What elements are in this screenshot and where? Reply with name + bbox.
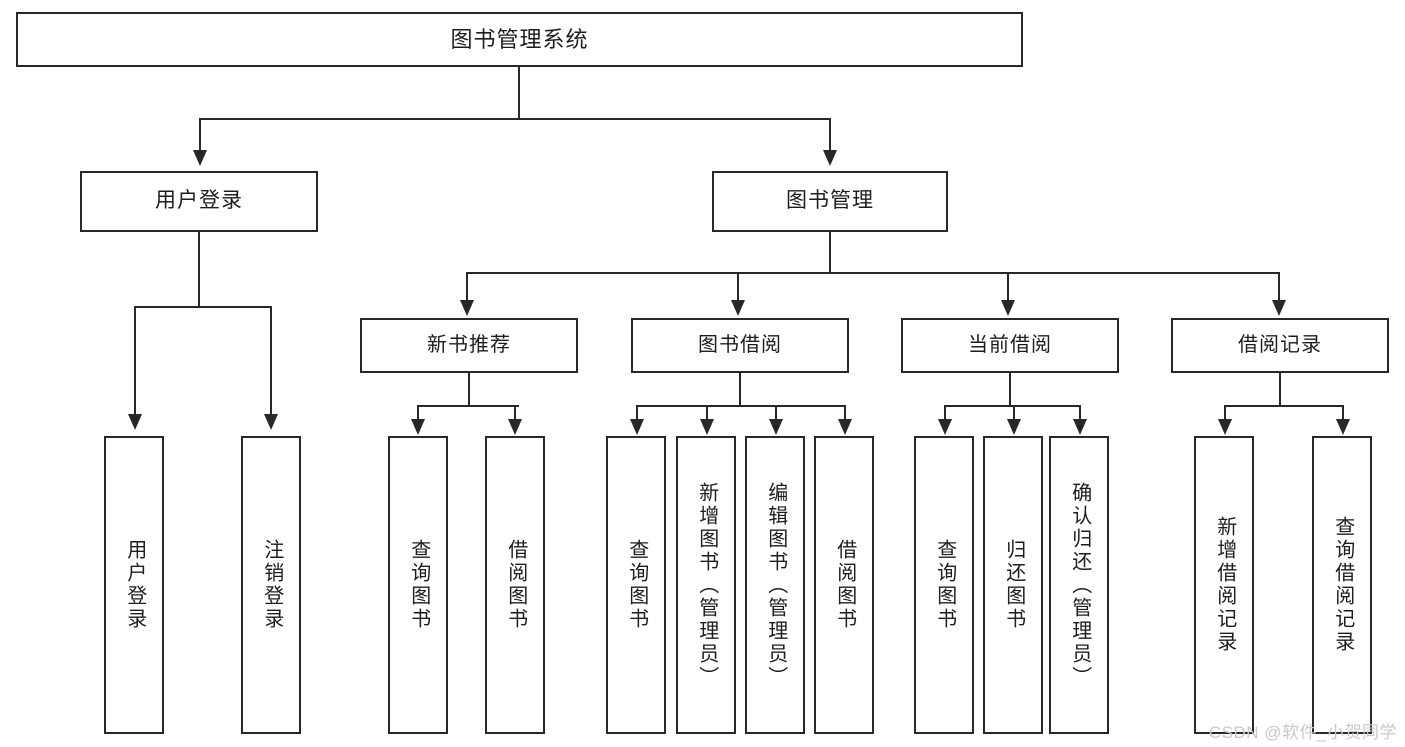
- connector-book-borrow-stem: [739, 373, 741, 405]
- connector-root-stem: [518, 67, 520, 118]
- connector-book-borrow-to-leaf-2: [706, 405, 708, 421]
- arrow-current-borrow-to-leaf-3: [1073, 419, 1087, 435]
- leaf-book-borrow-edit-book-admin[interactable]: 编辑图书（管理员）: [745, 436, 805, 734]
- arrow-book-borrow-to-leaf-4: [838, 419, 852, 435]
- arrow-borrow-record-to-leaf-1: [1218, 419, 1232, 435]
- leaf-current-borrow-query-book[interactable]: 查询图书: [914, 436, 974, 734]
- leaf-new-book-query-book[interactable]: 查询图书: [388, 436, 448, 734]
- arrow-current-borrow-to-leaf-2: [1007, 419, 1021, 435]
- arrow-book-borrow-to-leaf-1: [630, 419, 644, 435]
- arrow-user-login-to-leaf-2: [264, 414, 278, 430]
- arrow-root-to-user-login: [193, 150, 207, 166]
- arrow-book-borrow-to-leaf-3: [769, 419, 783, 435]
- connector-book-borrow-to-leaf-4: [844, 405, 846, 421]
- leaf-book-borrow-borrow-book[interactable]: 借阅图书: [814, 436, 874, 734]
- connector-new-book-bus: [417, 405, 519, 407]
- node-borrow-record[interactable]: 借阅记录: [1171, 318, 1389, 373]
- node-label: 借阅图书: [504, 539, 527, 631]
- connector-borrow-record-stem: [1279, 373, 1281, 405]
- arrow-user-login-to-leaf-1: [128, 414, 142, 430]
- leaf-user-login-logout[interactable]: 注销登录: [241, 436, 301, 734]
- arrow-book-manage-to-current: [1001, 300, 1015, 316]
- connector-current-borrow-stem: [1009, 373, 1011, 405]
- connector-current-borrow-to-leaf-3: [1079, 405, 1081, 421]
- connector-current-borrow-bus: [944, 405, 1079, 407]
- leaf-book-borrow-query-book[interactable]: 查询图书: [606, 436, 666, 734]
- leaf-book-borrow-add-book-admin[interactable]: 新增图书（管理员）: [676, 436, 736, 734]
- node-label: 查询借阅记录: [1331, 516, 1354, 654]
- connector-current-borrow-to-leaf-1: [944, 405, 946, 421]
- connector-book-borrow-bus: [636, 405, 846, 407]
- connector-book-manage-to-new-book: [466, 272, 468, 302]
- node-label: 借阅记录: [1238, 334, 1322, 356]
- node-label: 借阅图书: [833, 539, 856, 631]
- connector-borrow-record-bus: [1224, 405, 1342, 407]
- leaf-borrow-record-add-record[interactable]: 新增借阅记录: [1194, 436, 1254, 734]
- connector-user-login-bus: [134, 306, 270, 308]
- node-book-borrow[interactable]: 图书借阅: [631, 318, 849, 373]
- arrow-book-borrow-to-leaf-2: [700, 419, 714, 435]
- connector-book-manage-to-current: [1007, 272, 1009, 302]
- arrow-book-manage-to-borrow: [731, 300, 745, 316]
- connector-user-login-to-leaf-2: [270, 306, 272, 416]
- arrow-root-to-book-manage: [823, 150, 837, 166]
- node-label: 用户登录: [123, 539, 146, 631]
- connector-book-manage-bus: [466, 272, 1280, 274]
- node-label: 新增借阅记录: [1213, 516, 1236, 654]
- connector-user-login-to-leaf-1: [134, 306, 136, 416]
- connector-root-to-book-manage: [829, 118, 831, 152]
- arrow-book-manage-to-new-book: [460, 300, 474, 316]
- leaf-user-login-login[interactable]: 用户登录: [104, 436, 164, 734]
- connector-book-manage-to-record: [1278, 272, 1280, 302]
- arrow-new-book-to-leaf-1: [411, 419, 425, 435]
- arrow-current-borrow-to-leaf-1: [938, 419, 952, 435]
- arrow-new-book-to-leaf-2: [508, 419, 522, 435]
- leaf-current-borrow-confirm-return-admin[interactable]: 确认归还（管理员）: [1049, 436, 1109, 734]
- node-label: 编辑图书（管理员）: [764, 481, 787, 689]
- node-label: 新书推荐: [427, 334, 511, 356]
- node-label: 注销登录: [260, 539, 283, 631]
- connector-book-manage-stem: [829, 232, 831, 272]
- node-label: 查询图书: [933, 539, 956, 631]
- node-book-management[interactable]: 图书管理: [712, 171, 948, 232]
- arrow-book-manage-to-record: [1272, 300, 1286, 316]
- connector-book-borrow-to-leaf-3: [775, 405, 777, 421]
- leaf-current-borrow-return-book[interactable]: 归还图书: [983, 436, 1043, 734]
- node-label: 图书管理系统: [450, 26, 589, 52]
- connector-new-book-to-leaf-2: [514, 405, 516, 421]
- node-label: 归还图书: [1002, 539, 1025, 631]
- connector-new-book-stem: [468, 373, 470, 405]
- node-label: 查询图书: [407, 539, 430, 631]
- node-root-system[interactable]: 图书管理系统: [16, 12, 1023, 67]
- node-new-book-recommend[interactable]: 新书推荐: [360, 318, 578, 373]
- node-current-borrow[interactable]: 当前借阅: [901, 318, 1119, 373]
- arrow-borrow-record-to-leaf-2: [1336, 419, 1350, 435]
- node-user-login[interactable]: 用户登录: [80, 171, 318, 232]
- connector-book-borrow-to-leaf-1: [636, 405, 638, 421]
- leaf-new-book-borrow-book[interactable]: 借阅图书: [485, 436, 545, 734]
- connector-borrow-record-to-leaf-2: [1342, 405, 1344, 421]
- connector-root-bus: [199, 118, 831, 120]
- connector-user-login-stem: [198, 232, 200, 306]
- node-label: 当前借阅: [968, 334, 1052, 356]
- node-label: 图书管理: [786, 189, 874, 213]
- node-label: 新增图书（管理员）: [695, 481, 718, 689]
- node-label: 用户登录: [155, 189, 243, 213]
- connector-book-manage-to-borrow: [737, 272, 739, 302]
- node-label: 图书借阅: [698, 334, 782, 356]
- connector-borrow-record-to-leaf-1: [1224, 405, 1226, 421]
- leaf-borrow-record-query-record[interactable]: 查询借阅记录: [1312, 436, 1372, 734]
- connector-new-book-to-leaf-1: [417, 405, 419, 421]
- connector-root-to-user-login: [199, 118, 201, 152]
- node-label: 确认归还（管理员）: [1068, 481, 1091, 689]
- connector-current-borrow-to-leaf-2: [1013, 405, 1015, 421]
- node-label: 查询图书: [625, 539, 648, 631]
